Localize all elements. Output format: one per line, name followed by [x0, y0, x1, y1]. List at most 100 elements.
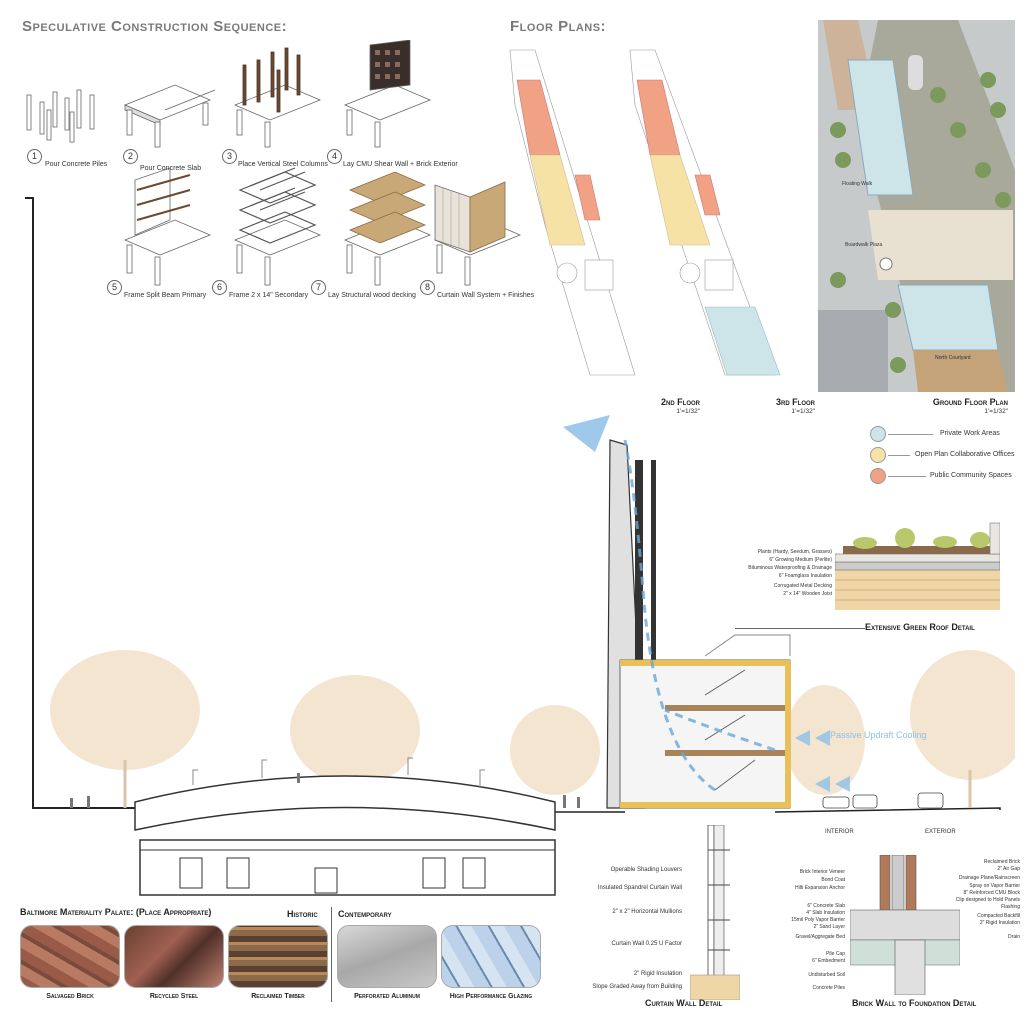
green-roof-note-6: 2" x 14" Wooden Joist: [783, 591, 832, 597]
brick-left-note-11: Undisturbed Soil: [808, 972, 845, 978]
step-6-number: 6: [212, 280, 227, 295]
materiality-contemporary-label: Contemporary: [338, 909, 392, 919]
brick-right-note-3: Drainage Plane/Rainscreen: [958, 875, 1020, 881]
green-roof-note-5: Corrugated Metal Decking: [773, 583, 832, 589]
material-label-reclaimed-timber: Reclaimed Timber: [251, 993, 305, 1000]
brick-right-note-9: 2" Rigid Insulation: [979, 920, 1020, 926]
step-3-columns-drawing: [233, 47, 322, 148]
interior-label: INTERIOR: [825, 829, 854, 835]
floor-plan-drawings: [509, 49, 781, 376]
step-7-number: 7: [311, 280, 326, 295]
brick-left-note-7: 2" Sand Layer: [813, 924, 845, 930]
ground-label-boardwalk-plaza: Boardwalk Plaza: [845, 242, 883, 248]
green-roof-note-1: Plants (Hardy, Seedum, Grasses): [757, 549, 832, 555]
curtain-wall-detail-drawing: [690, 825, 740, 1000]
brick-left-note-6: 15mil Poly Vapor Barrier: [791, 917, 845, 923]
brick-right-note-8: Compacted Backfill: [977, 913, 1020, 919]
material-swatch-recycled-steel: [124, 925, 224, 988]
brick-left-note-2: Bond Coat: [821, 877, 845, 883]
curtain-wall-note-2: Insulated Spandrel Curtain Wall: [597, 885, 682, 891]
brick-left-note-9: Pile Cap: [826, 951, 845, 957]
brick-right-note-6: Clip designed to Hold Panels: [955, 897, 1020, 903]
material-swatch-reclaimed-timber: [228, 925, 328, 988]
step-5-primary-beam-drawing: [123, 167, 212, 286]
brick-right-note-1: Reclaimed Brick: [983, 859, 1020, 865]
material-label-perforated-aluminum: Perforated Aluminum: [354, 993, 420, 1000]
brick-right-note-4: Spray on Vapor Barrier: [969, 883, 1020, 889]
plan-title-2nd-floor: 2nd Floor: [660, 397, 700, 407]
step-4-label: Lay CMU Shear Wall + Brick Exterior: [343, 161, 458, 168]
exterior-label: EXTERIOR: [925, 829, 956, 835]
legend-label-private: Private Work Areas: [940, 430, 1000, 437]
brick-right-note-5: 8" Reinforced CMU Block: [963, 890, 1020, 896]
step-4-number: 4: [327, 149, 342, 164]
legend-swatch-open-plan: [870, 447, 886, 463]
step-1-piles-drawing: [26, 89, 95, 143]
floor-plans-title: Floor Plans:: [510, 18, 607, 35]
passive-updraft-cooling-label: Passive Updraft Cooling: [830, 730, 927, 740]
plan-title-ground-floor: Ground Floor Plan: [932, 397, 1008, 407]
curtain-wall-note-4: Curtain Wall 0.25 U Factor: [611, 941, 682, 947]
green-roof-leader-line: [735, 628, 865, 629]
material-label-salvaged-brick: Salvaged Brick: [46, 993, 94, 1000]
legend-label-public: Public Community Spaces: [930, 472, 1012, 479]
green-roof-title: Extensive Green Roof Detail: [865, 622, 975, 632]
plan-title-3rd-floor: 3rd Floor: [775, 397, 815, 407]
step-6-secondary-framing-drawing: [233, 167, 322, 286]
brick-left-note-12: Concrete Piles: [812, 985, 845, 991]
step-7-label: Lay Structural wood decking: [328, 292, 416, 299]
materiality-divider: [331, 907, 332, 1002]
step-5-number: 5: [107, 280, 122, 295]
brick-left-note-5: 4" Slab Insulation: [806, 910, 845, 916]
step-1-number: 1: [27, 149, 42, 164]
ground-label-floating-walk: Floating Walk: [842, 181, 873, 187]
green-roof-note-4: 6" Foamglass Insulation: [778, 573, 832, 579]
step-6-label: Frame 2 x 14" Secondary: [229, 292, 309, 299]
material-label-recycled-steel: Recycled Steel: [149, 993, 199, 1000]
brick-right-note-10: Drain: [1008, 934, 1020, 940]
legend-leader-private: [888, 434, 933, 435]
brick-left-note-8: Gravel/Aggregate Bed: [795, 934, 845, 940]
brick-wall-title: Brick Wall to Foundation Detail: [852, 998, 977, 1008]
brick-right-note-7: Flashing: [1001, 904, 1020, 910]
brick-wall-detail-drawing: [850, 855, 960, 995]
curtain-wall-title: Curtain Wall Detail: [645, 998, 723, 1008]
legend-label-open-plan: Open Plan Collaborative Offices: [915, 451, 1015, 458]
brick-right-note-2: 2" Air Gap: [997, 866, 1020, 872]
material-swatch-perforated-aluminum: [337, 925, 437, 988]
step-3-label: Place Vertical Steel Columns: [238, 161, 328, 168]
step-2-number: 2: [123, 149, 138, 164]
step-4-cmu-wall-drawing: [343, 40, 432, 148]
step-7-wood-decking-drawing: [343, 171, 432, 286]
step-2-label: Pour Concrete Slab: [140, 165, 202, 172]
legend-swatch-private: [870, 426, 886, 442]
brick-left-note-10: 6" Embedment: [812, 958, 845, 964]
plan-scale-2nd-floor: 1'=1/32": [676, 408, 700, 415]
plan-scale-ground-floor: 1'=1/32": [984, 408, 1008, 415]
step-8-number: 8: [420, 280, 435, 295]
materiality-historic-label: Historic: [287, 909, 318, 919]
materiality-title: Baltimore Materiality Palate: (Place App…: [20, 907, 212, 917]
green-roof-detail-drawing: [835, 522, 1000, 610]
construction-drawings: [26, 40, 522, 286]
legend-swatch-public: [870, 468, 886, 484]
green-roof-note-3: Bituminous Waterproofing & Drainage: [748, 565, 832, 571]
curtain-wall-note-1: Operable Shading Louvers: [610, 867, 682, 873]
step-2-slab-drawing: [123, 84, 216, 148]
step-5-label: Frame Split Beam Primary: [124, 292, 207, 299]
construction-title: Speculative Construction Sequence:: [22, 18, 288, 35]
building-section: [25, 197, 1015, 896]
brick-left-note-1: Brick Interior Veneer: [799, 869, 845, 875]
legend-leader-public: [888, 476, 926, 477]
curtain-wall-note-3: 2" x 2" Horizontal Mullions: [612, 909, 682, 915]
ground-floor-site-plan: [818, 20, 1015, 392]
brick-left-note-3: Hilti Expansion Anchor: [794, 885, 845, 891]
material-swatch-salvaged-brick: [20, 925, 120, 988]
material-swatch-glazing: [441, 925, 541, 988]
step-8-label: Curtain Wall System + Finishes: [437, 292, 535, 299]
step-3-number: 3: [222, 149, 237, 164]
brick-left-note-4: 6" Concrete Slab: [807, 903, 845, 909]
ground-label-north-courtyard: North Courtyard: [935, 355, 971, 361]
green-roof-note-2: 6" Growing Medium (Perlite): [769, 557, 832, 563]
step-1-label: Pour Concrete Piles: [45, 161, 108, 168]
